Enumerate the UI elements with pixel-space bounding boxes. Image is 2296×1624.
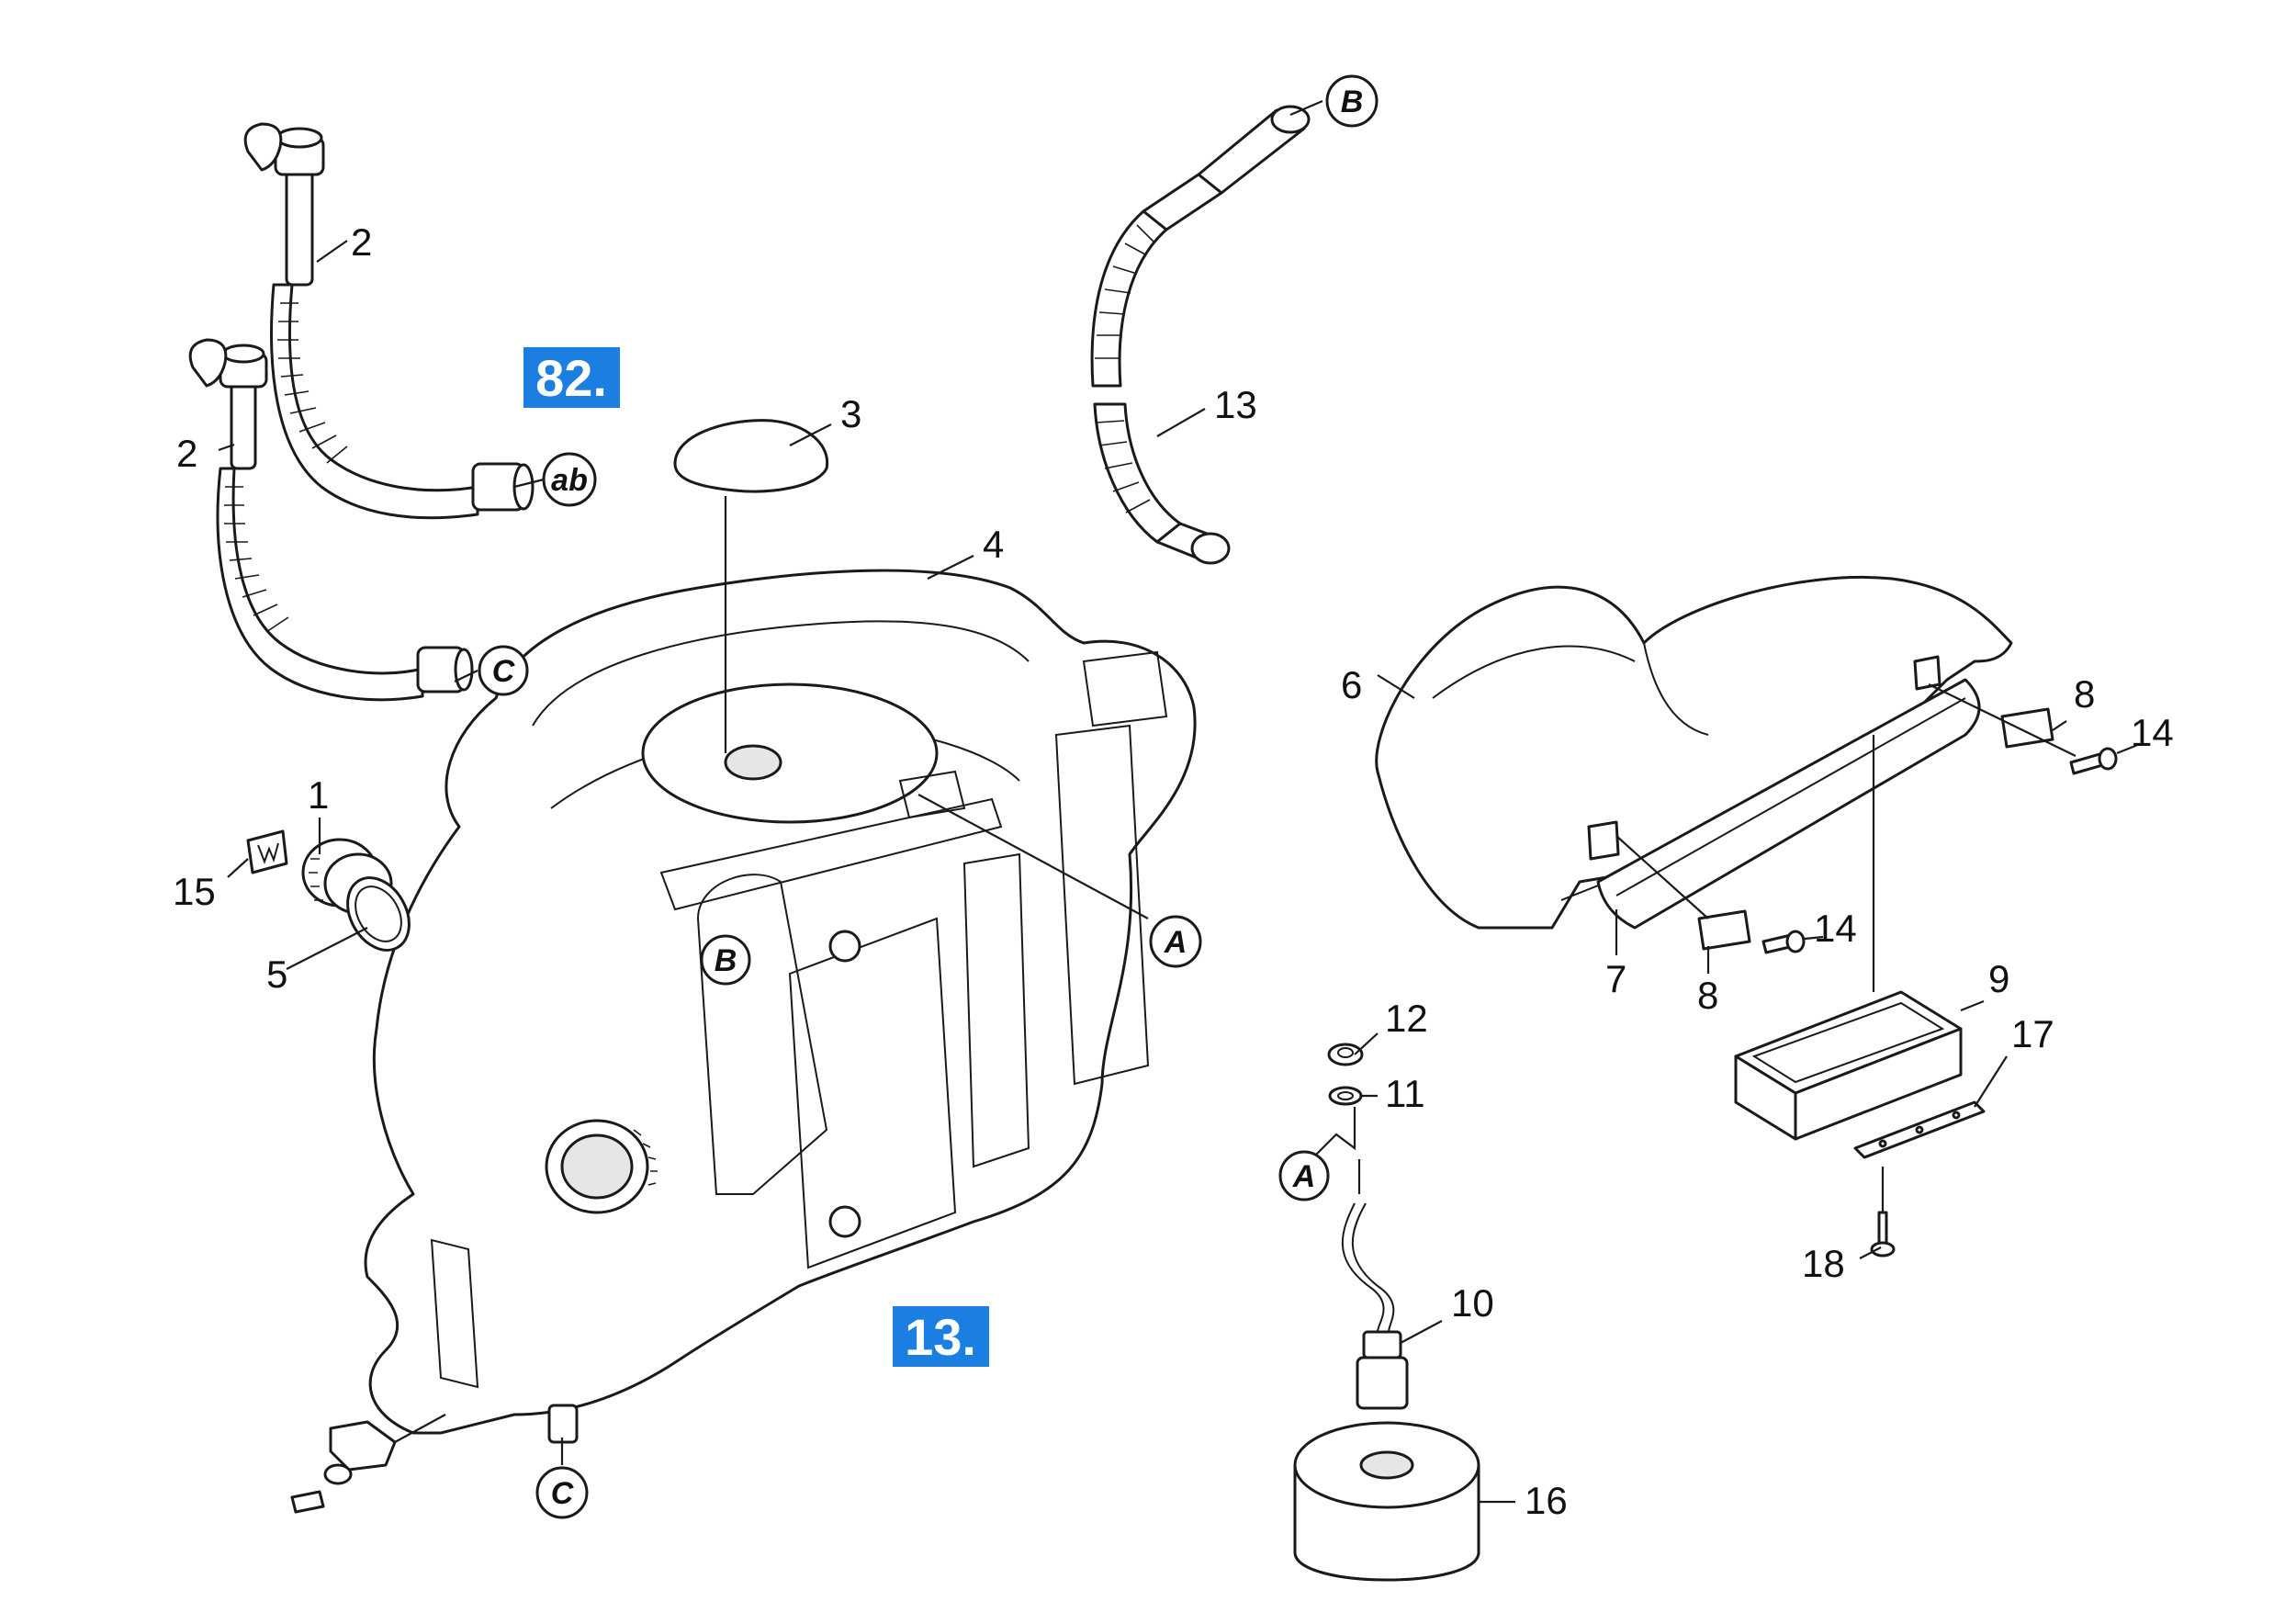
part-label-11: 11	[1385, 1072, 1425, 1115]
mounting-rail[interactable]	[1853, 1100, 1986, 1159]
leader-lines	[218, 99, 2141, 1504]
part-label-5: 5	[266, 953, 287, 996]
svg-text:A: A	[1164, 925, 1187, 960]
tank-cap[interactable]	[673, 419, 829, 493]
svg-text:C: C	[551, 1476, 574, 1511]
connector-c-top: C	[478, 645, 529, 696]
part-label-18: 18	[1802, 1242, 1845, 1285]
part-label-17: 17	[2011, 1012, 2054, 1055]
part-number-labels: 2 2 3 4 1 15 5 13 6 7 8 14 14 8 9 17 18 …	[173, 220, 2174, 1522]
part-label-2-upper: 2	[351, 220, 372, 264]
part-label-14-lower: 14	[1814, 907, 1857, 950]
part-label-2-lower: 2	[176, 432, 197, 475]
part-label-14-upper: 14	[2131, 711, 2174, 754]
connector-ab: ab	[542, 452, 597, 507]
svg-text:ab: ab	[551, 463, 588, 498]
svg-text:13.: 13.	[905, 1308, 976, 1366]
recovery-tank[interactable]	[290, 569, 1197, 1514]
part-label-3: 3	[840, 392, 861, 435]
part-label-12: 12	[1385, 997, 1428, 1040]
screw-lower[interactable]	[1761, 930, 1806, 954]
hose-lower[interactable]	[188, 338, 474, 702]
connector-a-cable: A	[1278, 1150, 1330, 1201]
svg-text:B: B	[1341, 85, 1364, 119]
part-label-7: 7	[1605, 957, 1626, 1000]
connector-c-bottom: C	[535, 1466, 589, 1519]
bracket-lower[interactable]	[1697, 909, 1751, 951]
screw-upper[interactable]	[2069, 747, 2118, 775]
part-label-9: 9	[1988, 957, 2009, 1000]
part-label-10: 10	[1451, 1281, 1494, 1325]
warning-label[interactable]	[246, 829, 288, 874]
level-sensor[interactable]	[1341, 1202, 1409, 1410]
reference-badge-82[interactable]: 82.	[523, 347, 620, 408]
seal-ring[interactable]	[335, 867, 422, 962]
part-label-4: 4	[983, 523, 1004, 566]
float-weight[interactable]	[1293, 1421, 1480, 1582]
part-label-6: 6	[1341, 663, 1362, 706]
part-label-16: 16	[1525, 1479, 1568, 1522]
part-label-13: 13	[1214, 383, 1257, 426]
part-label-8-upper: 8	[2074, 672, 2095, 716]
part-label-8-lower: 8	[1697, 974, 1718, 1017]
seat-tray[interactable]	[1596, 678, 1981, 930]
reference-badge-13[interactable]: 13.	[893, 1306, 989, 1367]
nut[interactable]	[1327, 1043, 1364, 1066]
hose-upper[interactable]	[243, 122, 535, 520]
part-label-15: 15	[173, 870, 216, 913]
svg-text:82.: 82.	[535, 349, 607, 407]
electronics-box[interactable]	[1734, 990, 1963, 1141]
connector-b-top: B	[1325, 74, 1379, 128]
washer[interactable]	[1328, 1086, 1363, 1106]
self-tap-screw[interactable]	[1870, 1211, 1896, 1257]
bracket-upper[interactable]	[2000, 707, 2054, 749]
svg-text:C: C	[492, 654, 515, 689]
svg-text:B: B	[715, 943, 737, 978]
part-label-1: 1	[308, 773, 329, 817]
suction-hose[interactable]	[1090, 105, 1311, 565]
connector-b-tank: B	[700, 934, 751, 986]
svg-text:A: A	[1292, 1159, 1316, 1194]
connector-a-tank: A	[1149, 915, 1202, 968]
